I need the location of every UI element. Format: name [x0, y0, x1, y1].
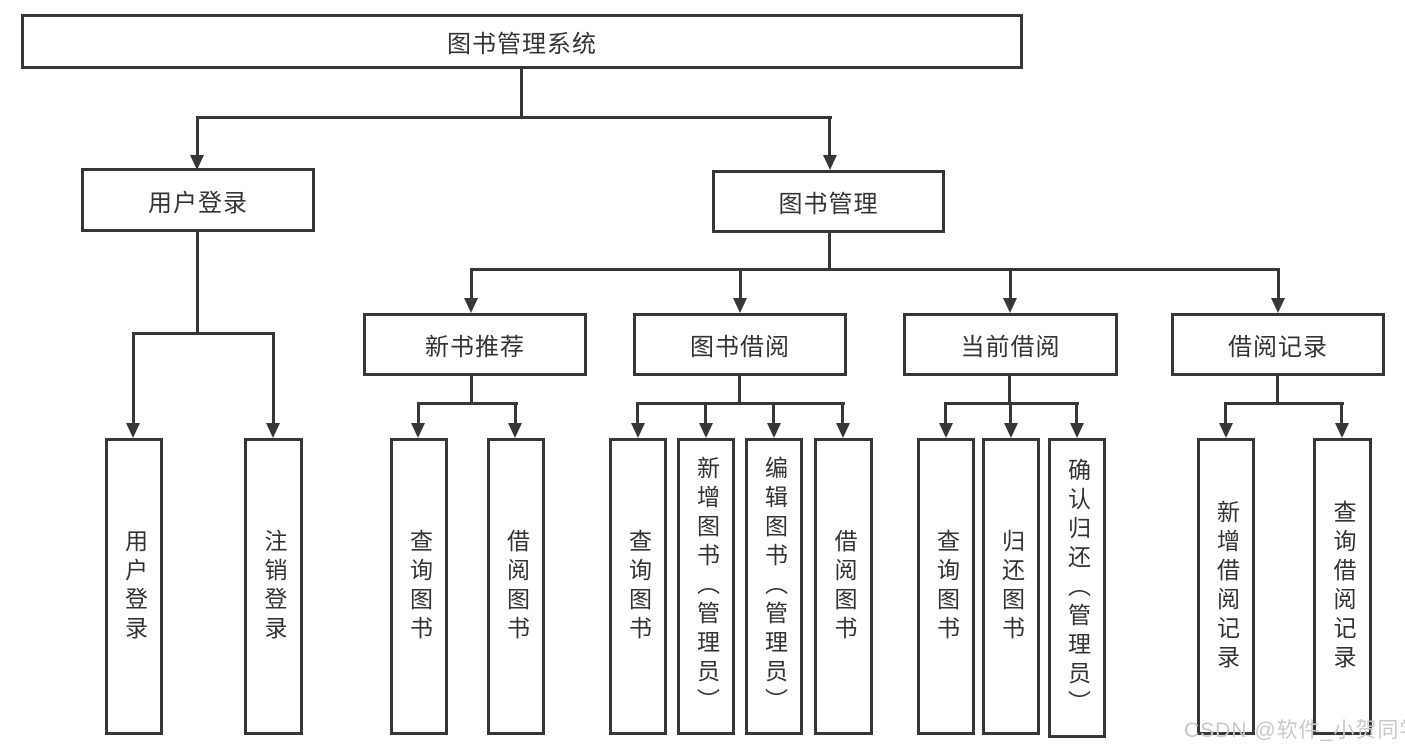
arrow-down-icon — [190, 155, 204, 170]
leaf-logout: 注销登录 — [244, 438, 303, 735]
csdn-watermark: CSDN @软件_小贺同学 — [1184, 719, 1405, 742]
connector-borrow-drop — [772, 402, 775, 426]
leaf-borrow-edit-book-admin: 编辑图书（管理员） — [745, 438, 803, 735]
arrow-down-icon — [939, 423, 953, 438]
connector-borrow-stem — [738, 376, 741, 405]
arrow-down-icon — [733, 298, 747, 313]
connector-book-drop — [739, 268, 742, 301]
connector-records-stem — [1276, 376, 1279, 405]
leaf-borrow-add-book-admin: 新增图书（管理员） — [677, 438, 735, 735]
connector-records-rail — [1224, 402, 1344, 405]
connector-current-drop — [944, 402, 947, 426]
connector-recommend-drop — [417, 402, 420, 426]
node-new-book-recommend: 新书推荐 — [363, 313, 587, 376]
leaf-current-query-book: 查询图书 — [917, 438, 975, 735]
connector-records-drop — [1224, 402, 1227, 426]
connector-borrow-drop — [841, 402, 844, 426]
leaf-current-confirm-return-admin: 确认归还（管理员） — [1048, 438, 1106, 738]
connector-book-stem — [828, 233, 831, 271]
arrow-down-icon — [836, 423, 850, 438]
connector-book-drop — [470, 268, 473, 301]
arrow-down-icon — [1003, 298, 1017, 313]
connector-recommend-rail — [417, 402, 518, 405]
connector-user-rail — [132, 332, 275, 335]
arrow-down-icon — [699, 423, 713, 438]
connector-recommend-stem — [470, 376, 473, 405]
arrow-down-icon — [1335, 423, 1349, 438]
connector-book-drop — [1277, 268, 1280, 301]
connector-user-drop — [272, 332, 275, 424]
leaf-borrow-borrow-book: 借阅图书 — [814, 438, 873, 735]
arrow-down-icon — [508, 423, 522, 438]
connector-records-drop — [1340, 402, 1343, 426]
connector-borrow-drop — [636, 402, 639, 426]
leaf-recommend-query-book: 查询图书 — [390, 438, 448, 735]
node-borrow-records: 借阅记录 — [1171, 313, 1385, 376]
connector-current-stem — [1008, 376, 1011, 405]
connector-user-stem — [196, 232, 199, 335]
connector-book-rail — [470, 268, 1280, 271]
connector-book-drop — [1009, 268, 1012, 301]
connector-current-drop — [1075, 402, 1078, 426]
leaf-records-add-record: 新增借阅记录 — [1197, 438, 1255, 735]
connector-root-stem — [520, 69, 523, 119]
arrow-down-icon — [411, 423, 425, 438]
leaf-records-query-record: 查询借阅记录 — [1313, 438, 1372, 735]
connector-borrow-drop — [704, 402, 707, 426]
node-user-login-branch: 用户登录 — [81, 168, 315, 232]
arrow-down-icon — [1070, 423, 1084, 438]
node-root: 图书管理系统 — [21, 14, 1023, 69]
node-book-management-branch: 图书管理 — [712, 170, 945, 233]
arrow-down-icon — [1219, 423, 1233, 438]
arrow-down-icon — [767, 423, 781, 438]
leaf-current-return-book: 归还图书 — [982, 438, 1040, 735]
leaf-borrow-query-book: 查询图书 — [609, 438, 667, 735]
connector-root-left-drop — [196, 116, 199, 158]
arrow-down-icon — [823, 155, 837, 170]
arrow-down-icon — [1004, 423, 1018, 438]
connector-borrow-rail — [636, 402, 845, 405]
connector-user-drop — [132, 332, 135, 424]
leaf-user-login: 用户登录 — [105, 438, 163, 735]
connector-root-right-drop — [828, 116, 831, 158]
connector-root-rail — [196, 116, 832, 119]
leaf-recommend-borrow-book: 借阅图书 — [487, 438, 545, 735]
node-current-borrow: 当前借阅 — [903, 313, 1118, 376]
arrow-down-icon — [631, 423, 645, 438]
arrow-down-icon — [1271, 298, 1285, 313]
connector-recommend-drop — [514, 402, 517, 426]
arrow-down-icon — [464, 298, 478, 313]
arrow-down-icon — [266, 423, 280, 438]
node-book-borrow: 图书借阅 — [633, 313, 847, 376]
connector-current-drop — [1009, 402, 1012, 426]
arrow-down-icon — [126, 423, 140, 438]
